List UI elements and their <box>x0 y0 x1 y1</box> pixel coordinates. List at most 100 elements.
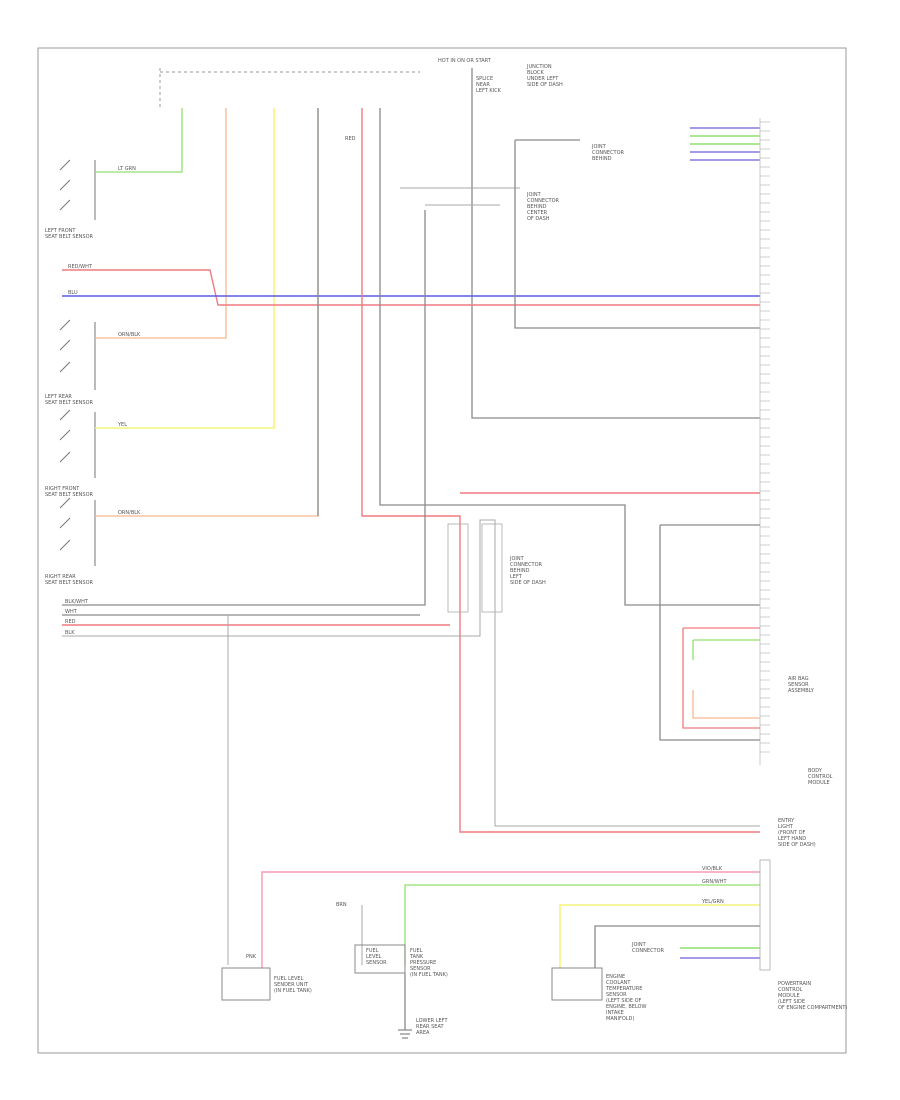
rf-sensor-switch <box>59 409 96 478</box>
lr-sensor-label-1: LEFT REAR <box>45 394 72 400</box>
right-connector-label-2: CONNECTOR <box>632 948 665 954</box>
entry-light-block: ENTRY LIGHT (FRONT OF LEFT HAND SIDE OF … <box>778 818 816 848</box>
rf-sensor-label-2: SEAT BELT SENSOR <box>45 492 94 498</box>
engine-sensor-box <box>551 967 603 1001</box>
connector-low-label-2: CONNECTOR <box>510 562 543 568</box>
fuel-sensor-box <box>354 944 406 974</box>
wire-gray-v2 <box>379 108 760 606</box>
engine-sensor-label-6: ENGINE, BELOW <box>606 1004 646 1010</box>
engine-sensor-label-3: TEMPERATURE <box>605 986 642 992</box>
wire-label-pnk: PNK <box>246 954 257 960</box>
wire-orn-module <box>692 690 760 719</box>
lf-sensor-label-1: LEFT FRONT <box>45 228 76 234</box>
wire-label-vio-blk: VIO/BLK <box>702 866 723 872</box>
rf-sensor-label-1: RIGHT FRONT <box>45 486 80 492</box>
lr-sensor-label-2: SEAT BELT SENSOR <box>45 400 94 406</box>
fuel-sensor-label-3: SENSOR <box>366 960 387 966</box>
module-wire-a <box>659 525 760 741</box>
splice-label-3: LEFT KICK <box>476 88 502 94</box>
fuel-sender-label-2: SENDER UNIT <box>274 982 309 988</box>
wire-yel <box>95 108 275 429</box>
wire-label-blk: BLK <box>65 630 75 636</box>
joint-connector-top: JOINT CONNECTOR BEHIND JOINT CONNECTOR B… <box>514 139 760 329</box>
wire-red-wht-bus <box>62 269 760 306</box>
engine-coolant-sensor: ENGINE COOLANT TEMPERATURE SENSOR (LEFT … <box>551 967 646 1022</box>
connector-low-label-4: LEFT <box>510 574 523 580</box>
pcm-label-3: MODULE <box>778 993 800 999</box>
wire-label-orn-blk: ORN/BLK <box>118 332 141 338</box>
junction-label-4: SIDE OF DASH <box>527 82 563 88</box>
connector-mid-label-2: CONNECTOR <box>527 198 560 204</box>
right-block-label-2: LIGHT <box>778 824 794 830</box>
splice-label-1: SPLICE <box>476 76 493 82</box>
connector-mid-label-1: JOINT <box>526 192 542 198</box>
ground-point: LOWER LEFT REAR SEAT AREA <box>398 973 448 1039</box>
connector-mid-label-4: CENTER <box>527 210 548 216</box>
fuel-sender-label-3: (IN FUEL TANK) <box>274 988 312 994</box>
body-label-2: CONTROL <box>808 774 833 780</box>
module-label-3: ASSEMBLY <box>788 688 815 694</box>
hot-label: HOT IN ON OR START <box>438 58 492 64</box>
engine-sensor-label-2: COOLANT <box>606 980 631 986</box>
junction-label-2: BLOCK <box>527 70 544 76</box>
engine-sensor-label-7: INTAKE <box>606 1010 624 1016</box>
diagram-frame <box>37 47 847 1054</box>
lf-sensor-label-2: SEAT BELT SENSOR <box>45 234 94 240</box>
pcm-label-1: POWERTRAIN <box>778 981 811 987</box>
pcm-label-4: (LEFT SIDE <box>778 999 805 1005</box>
joint-connector-low: JOINT CONNECTOR BEHIND LEFT SIDE OF DASH <box>447 523 546 613</box>
wire-label-wht: WHT <box>65 609 78 615</box>
wire-orn-blk-lr <box>95 108 227 339</box>
fuel-sensor-label-1: FUEL <box>366 948 379 954</box>
right-connector-label-1: JOINT <box>631 942 647 948</box>
fuel-sensor-desc-2: TANK <box>409 954 424 960</box>
fuel-level-sender: FUEL LEVEL SENDER UNIT (IN FUEL TANK) <box>221 967 312 1001</box>
fuel-level-sensor: FUEL LEVEL SENSOR FUEL TANK PRESSURE SEN… <box>354 944 448 978</box>
splice-left-kick: SPLICE NEAR LEFT KICK <box>476 76 502 94</box>
fuel-sender-label-1: FUEL LEVEL <box>274 976 304 982</box>
wire-gray-bottom-2 <box>594 925 760 968</box>
powertrain-control-module: POWERTRAIN CONTROL MODULE (LEFT SIDE OF … <box>759 859 847 1011</box>
module-label-2: SENSOR <box>788 682 809 688</box>
rr-sensor-label-2: SEAT BELT SENSOR <box>45 580 94 586</box>
wire-yel-bottom <box>559 904 760 968</box>
right-connector-pins <box>759 118 770 765</box>
fuel-sensor-desc-3: PRESSURE <box>410 960 436 966</box>
pcm-label-5: OF ENGINE COMPARTMENT) <box>778 1005 847 1011</box>
engine-sensor-label-4: SENSOR <box>606 992 627 998</box>
rr-sensor-label-1: RIGHT REAR <box>45 574 76 580</box>
fuel-sensor-desc-4: SENSOR <box>410 966 431 972</box>
right-rear-seat-belt-sensor: RIGHT REAR SEAT BELT SENSOR <box>45 497 96 586</box>
connector-top-label-3: BEHIND <box>592 156 612 162</box>
wire-blk-lower <box>62 519 760 827</box>
right-block-label-4: LEFT HAND <box>778 836 806 842</box>
wire-label-brn: BRN <box>336 902 347 908</box>
ground-label-3: AREA <box>416 1030 430 1036</box>
wire-label-red: RED <box>345 136 356 142</box>
right-block-label-5: SIDE OF DASH) <box>778 842 816 848</box>
module-label-1: AIR BAG <box>788 676 809 682</box>
junction-block: JUNCTION BLOCK UNDER LEFT SIDE OF DASH <box>471 64 760 419</box>
body-control-module: AIR BAG SENSOR ASSEMBLY BODY CONTROL MOD… <box>659 524 833 786</box>
wire-pnk-bottom <box>261 871 760 968</box>
engine-sensor-label-8: MANIFOLD) <box>606 1016 634 1022</box>
ground-symbol <box>398 973 412 1039</box>
engine-sensor-label-5: (LEFT SIDE OF <box>606 998 642 1004</box>
wire-red-module <box>682 628 760 729</box>
right-front-seat-belt-sensor: RIGHT FRONT SEAT BELT SENSOR <box>45 409 96 498</box>
junction-label-3: UNDER LEFT <box>527 76 559 82</box>
right-block-label-1: ENTRY <box>778 818 795 824</box>
wire-label-blu: BLU <box>68 290 78 296</box>
wire-label-yel-grn: YEL/GRN <box>701 899 724 905</box>
connector-low-label-5: SIDE OF DASH <box>510 580 546 586</box>
fuel-sensor-desc-5: (IN FUEL TANK) <box>410 972 448 978</box>
wire-grn-module <box>692 639 760 660</box>
wire-label-orn-blk-2: ORN/BLK <box>118 510 141 516</box>
ground-label-2: REAR SEAT <box>416 1024 444 1030</box>
ground-label-1: LOWER LEFT <box>416 1018 448 1024</box>
engine-sensor-label-1: ENGINE <box>606 974 625 980</box>
connector-top-wire <box>514 140 760 329</box>
right-block-label-3: (FRONT OF <box>778 830 806 836</box>
connector-top-label-1: JOINT <box>591 144 607 150</box>
